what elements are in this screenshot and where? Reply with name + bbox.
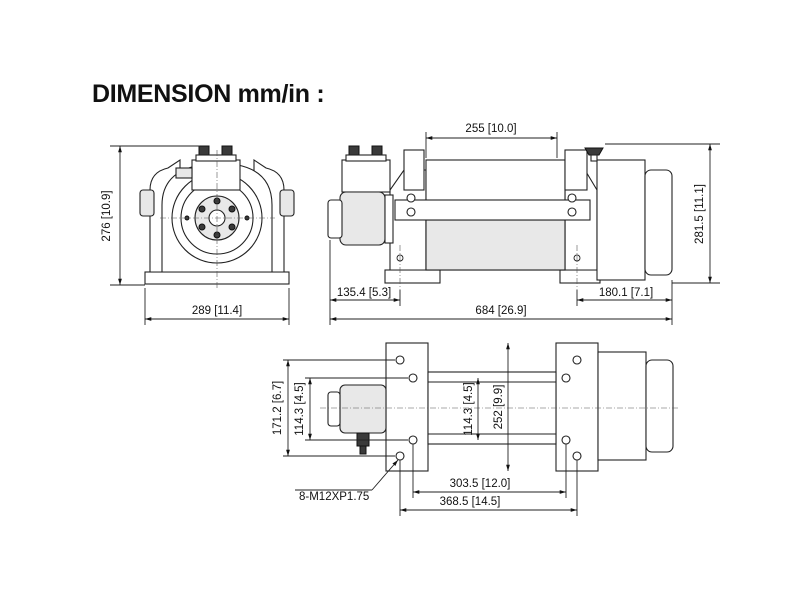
mount-252-label: 252 [9.9] — [493, 385, 505, 430]
overall-length-label: 684 [26.9] — [475, 305, 526, 317]
front-width-label: 289 [11.4] — [192, 305, 242, 317]
motor-offset-label: 135.4 [5.3] — [337, 287, 391, 299]
side-view — [327, 145, 673, 290]
front-view — [139, 145, 295, 290]
end-offset-label: 180.1 [7.1] — [599, 287, 653, 299]
front-view-dimensions: 276 [10.9] 289 [11.4] — [101, 145, 290, 325]
bolt-303-label: 303.5 [12.0] — [450, 478, 511, 490]
page-title: DIMENSION mm/in : — [92, 80, 325, 108]
front-height-label: 276 [10.9] — [101, 190, 113, 241]
bolt-368-label: 368.5 [14.5] — [440, 496, 501, 508]
bolt-spec-label: 8-M12XP1.75 — [299, 491, 369, 503]
mount-171-label: 171.2 [6.7] — [272, 381, 284, 435]
mount-114-mid-label: 114.3 [4.5] — [463, 382, 475, 436]
mount-114-left-label: 114.3 [4.5] — [294, 382, 306, 436]
top-view — [320, 342, 680, 472]
drum-length-label: 255 [10.0] — [465, 123, 516, 135]
side-view-dimensions: 255 [10.0] 281.5 [11.1] 135.4 [5.3] 180.… — [329, 123, 720, 325]
side-height-label: 281.5 [11.1] — [694, 184, 706, 244]
top-view-dimensions: 171.2 [6.7] 114.3 [4.5] 114.3 [4.5] 252 … — [272, 343, 578, 516]
